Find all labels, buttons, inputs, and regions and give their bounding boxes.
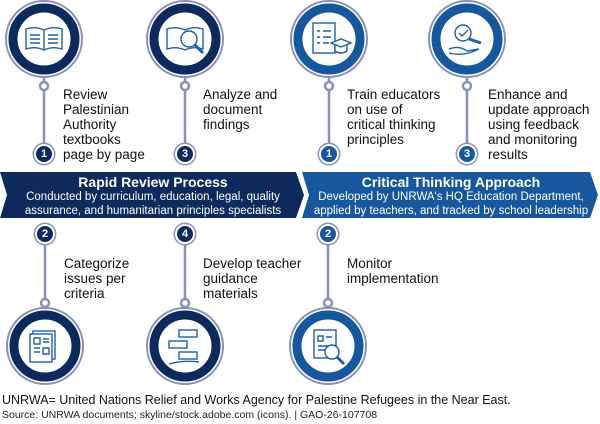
step-badge: 3 — [177, 146, 193, 162]
step-badge: 1 — [321, 146, 337, 162]
critical-thinking-banner — [302, 172, 598, 218]
book-magnifier-icon — [166, 27, 205, 55]
document-magnifier-icon — [313, 329, 346, 366]
critical-thinking-subtitle-1: Developed by UNRWA's HQ Education Depart… — [318, 191, 584, 203]
step-badge: 3 — [459, 146, 475, 162]
step-label: Categorize issues per criteria — [64, 256, 130, 301]
step-badge: 1 — [36, 146, 52, 162]
open-book-icon — [25, 27, 63, 51]
source-note: Source: UNRWA documents; skyline/stock.a… — [2, 409, 378, 421]
rapid-review-subtitle-1: Conducted by curriculum, education, lega… — [26, 191, 280, 203]
step-label: Develop teacher guidance materials — [203, 256, 302, 301]
critical-thinking-banner-text: Critical Thinking Approach Developed by … — [306, 174, 596, 218]
step-badge: 2 — [37, 226, 53, 242]
rapid-review-title: Rapid Review Process — [78, 174, 228, 190]
rapid-review-banner-text: Rapid Review Process Conducted by curric… — [8, 174, 298, 218]
hand-magnifier-check-icon — [448, 24, 482, 56]
checklist-graduation-icon — [312, 22, 353, 54]
step-label: Train educators on use of critical think… — [347, 87, 441, 147]
step-label: Enhance and update approach using feedba… — [488, 87, 590, 162]
rapid-review-banner — [0, 172, 304, 218]
guidance-steps-icon — [168, 329, 200, 365]
rapid-review-subtitle-2: assurance, and humanitarian principles s… — [24, 205, 282, 217]
critical-thinking-subtitle-2: applied by teachers, and tracked by scho… — [313, 205, 589, 217]
abbreviation-note: UNRWA= United Nations Relief and Works A… — [2, 393, 511, 407]
step-label: Monitor implementation — [347, 256, 439, 286]
step-badge: 4 — [177, 226, 193, 242]
critical-thinking-title: Critical Thinking Approach — [361, 174, 541, 190]
step-badge: 2 — [320, 226, 336, 242]
documents-icon — [29, 330, 56, 363]
step-label: Analyze and document findings — [203, 87, 278, 132]
step-label: Review Palestinian Authority textbooks p… — [63, 87, 145, 162]
